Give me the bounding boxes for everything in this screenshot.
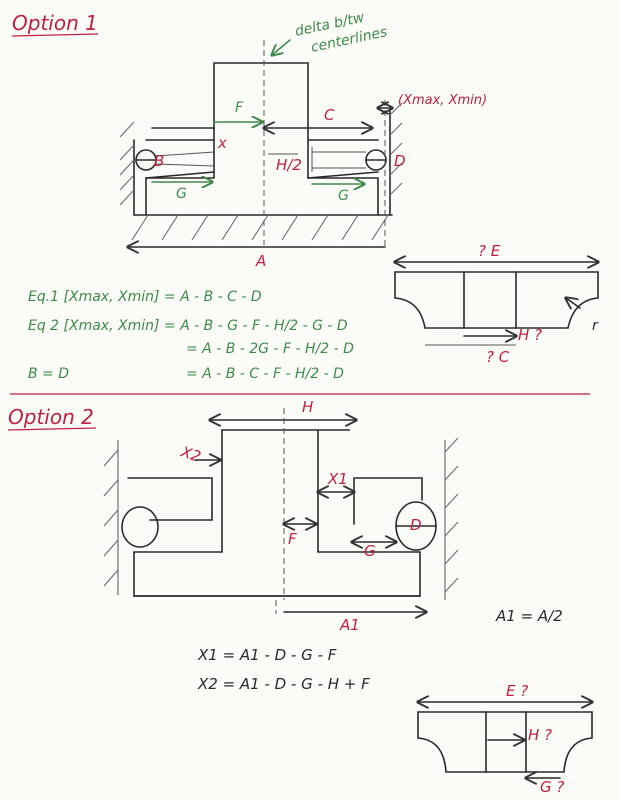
delta-note-arrow <box>272 39 291 55</box>
eq-x2: X2 = A1 - D - G - H + F <box>197 675 370 693</box>
option2-title-underline <box>7 427 97 431</box>
label-B: B <box>154 152 164 170</box>
eq4: = A - B - C - F - H/2 - D <box>186 366 344 382</box>
dim-D2-label: D <box>410 516 422 534</box>
label-D: D <box>394 152 406 170</box>
side-E-label: ? E <box>478 242 501 260</box>
option2-left-wall <box>103 440 119 595</box>
option1-title-underline <box>11 33 99 37</box>
option1-title: Option 1 <box>12 11 98 35</box>
option2-right-wall <box>444 437 459 600</box>
side2-H-label: H ? <box>528 726 552 744</box>
side-C-label: ? C <box>486 348 510 366</box>
option1-part-outline <box>145 62 379 216</box>
side-H-label: H ? <box>518 326 542 344</box>
left-wall-hatch <box>119 121 135 216</box>
dim-H-label: H <box>302 398 313 416</box>
dim-C-label: C <box>324 106 335 124</box>
eq2: Eq 2 [Xmax, Xmin] = A - B - G - F - H/2 … <box>28 318 348 334</box>
side2-G-label: G ? <box>540 778 564 796</box>
option2-left-gland <box>127 477 213 521</box>
eq-b-equals-d: B = D <box>28 366 69 382</box>
dim-G2-label: G <box>364 542 376 560</box>
side-r-label: r <box>592 318 599 334</box>
label-H2: H/2 <box>276 156 302 174</box>
dim-F-label: F <box>235 100 244 116</box>
dim-A1-label: A1 <box>339 616 360 634</box>
dim-X1-label: X1 <box>327 470 348 488</box>
label-x: x <box>217 134 227 152</box>
option1-section: Option 1 <box>11 10 599 382</box>
side2-E-label: E ? <box>506 682 528 700</box>
eq3: = A - B - 2G - F - H/2 - D <box>186 341 354 357</box>
dim-A-label: A <box>255 252 266 270</box>
floor-hatch <box>131 214 393 241</box>
option1-side-profile: ? E H ? ? C r <box>395 242 599 366</box>
o-ring-D <box>312 149 387 171</box>
option1-left-groove <box>145 139 215 179</box>
option2-side-profile: E ? H ? G ? <box>418 682 592 796</box>
eq1: Eq.1 [Xmax, Xmin] = A - B - C - D <box>28 289 262 305</box>
dim-F2-label: F <box>288 530 297 548</box>
option2-section: Option 2 H <box>7 398 592 796</box>
option2-left-oring <box>121 506 159 548</box>
xmax-xmin-note: (Xmax, Xmin) <box>398 93 487 108</box>
o-ring-B <box>135 149 215 171</box>
eq-x1: X1 = A1 - D - G - F <box>197 646 337 664</box>
dim-X2-label: X2 <box>178 442 203 466</box>
option2-part-outline <box>133 429 421 597</box>
dim-G-right-label: G <box>338 188 349 204</box>
option1-right-groove <box>307 139 379 179</box>
dim-G-left-label: G <box>176 186 187 202</box>
option2-title: Option 2 <box>8 405 94 429</box>
a1-equals-a-half: A1 = A/2 <box>495 607 563 625</box>
